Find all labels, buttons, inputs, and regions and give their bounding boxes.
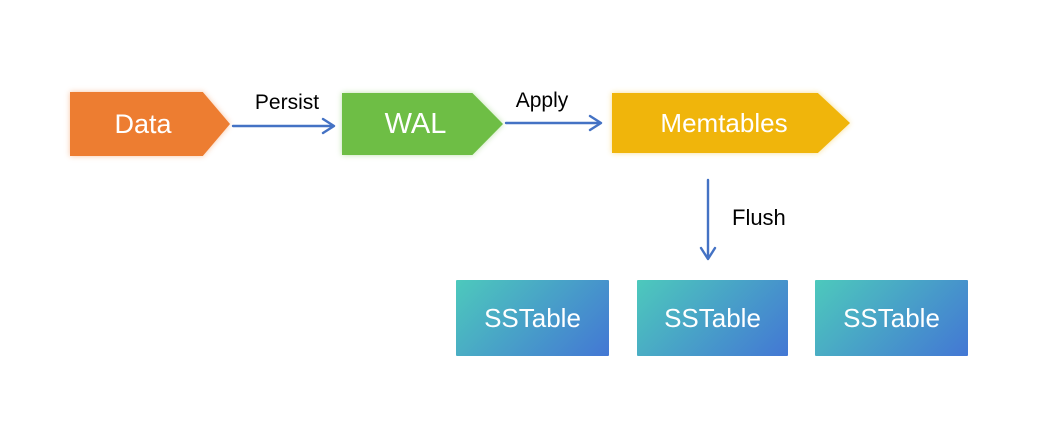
sstable-box-3: SSTable (815, 280, 968, 356)
node-memtables-shape: Memtables (612, 93, 850, 153)
node-data: Data (70, 92, 230, 156)
node-wal: WAL (342, 93, 503, 155)
sstable-label: SSTable (843, 302, 940, 333)
sstable-box-1: SSTable (456, 280, 609, 356)
node-memtables: Memtables (612, 93, 850, 153)
sstable-box-2: SSTable (637, 280, 788, 356)
edge-label-apply: Apply (515, 89, 569, 112)
node-wal-label: WAL (384, 107, 447, 140)
arrow-apply (504, 114, 603, 132)
node-memtables-label: Memtables (660, 108, 788, 138)
sstable-label: SSTable (664, 302, 761, 333)
edge-label-flush: Flush (732, 205, 786, 230)
node-data-shape: Data (70, 92, 230, 156)
node-wal-shape: WAL (342, 93, 503, 155)
arrow-persist (231, 117, 336, 135)
sstable-label: SSTable (484, 302, 581, 333)
arrow-flush (699, 178, 717, 261)
edge-label-persist: Persist (254, 91, 320, 114)
node-data-label: Data (114, 108, 172, 139)
